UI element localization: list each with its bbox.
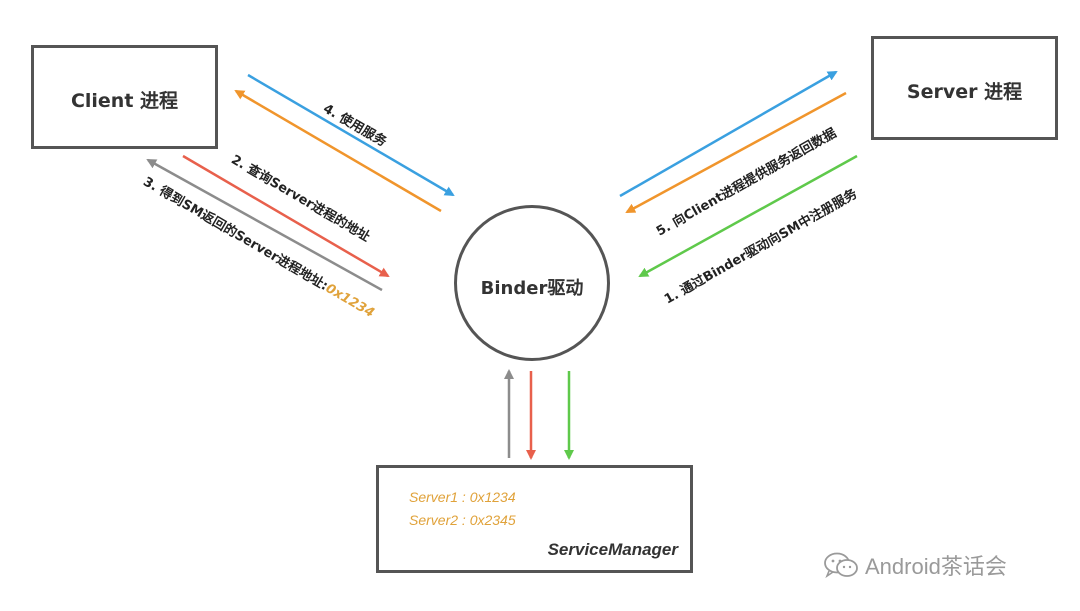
sm-registry-entry: Server1 : 0x1234 xyxy=(409,489,516,505)
sm-registry-entry: Server2 : 0x2345 xyxy=(409,512,516,528)
arrow-binder-to-server xyxy=(619,70,838,198)
arrow-return-data-to-client xyxy=(234,89,442,213)
service-manager-label: ServiceManager xyxy=(547,540,678,559)
wechat-icon xyxy=(824,552,858,579)
client-process-title: Client 进程 xyxy=(70,90,179,112)
watermark: Android茶话会 xyxy=(823,550,1007,580)
arrow-return-address xyxy=(146,158,383,292)
arrow-register-service xyxy=(638,154,858,278)
service-manager-box: Server1 : 0x1234 Server2 : 0x2345 Servic… xyxy=(376,465,693,573)
server-process-title: Server 进程 xyxy=(906,81,1023,103)
arrow-use-service xyxy=(247,73,455,197)
server-process-box: Server 进程 xyxy=(871,36,1058,140)
watermark-text: Android茶话会 xyxy=(865,554,1007,579)
arrow-query-server-address xyxy=(182,154,390,278)
arrow-server-provide-data xyxy=(625,91,847,214)
binder-driver-label: Binder驱动 xyxy=(480,278,584,299)
binder-driver-node: Binder驱动 xyxy=(454,205,610,361)
client-process-box: Client 进程 xyxy=(31,45,218,149)
